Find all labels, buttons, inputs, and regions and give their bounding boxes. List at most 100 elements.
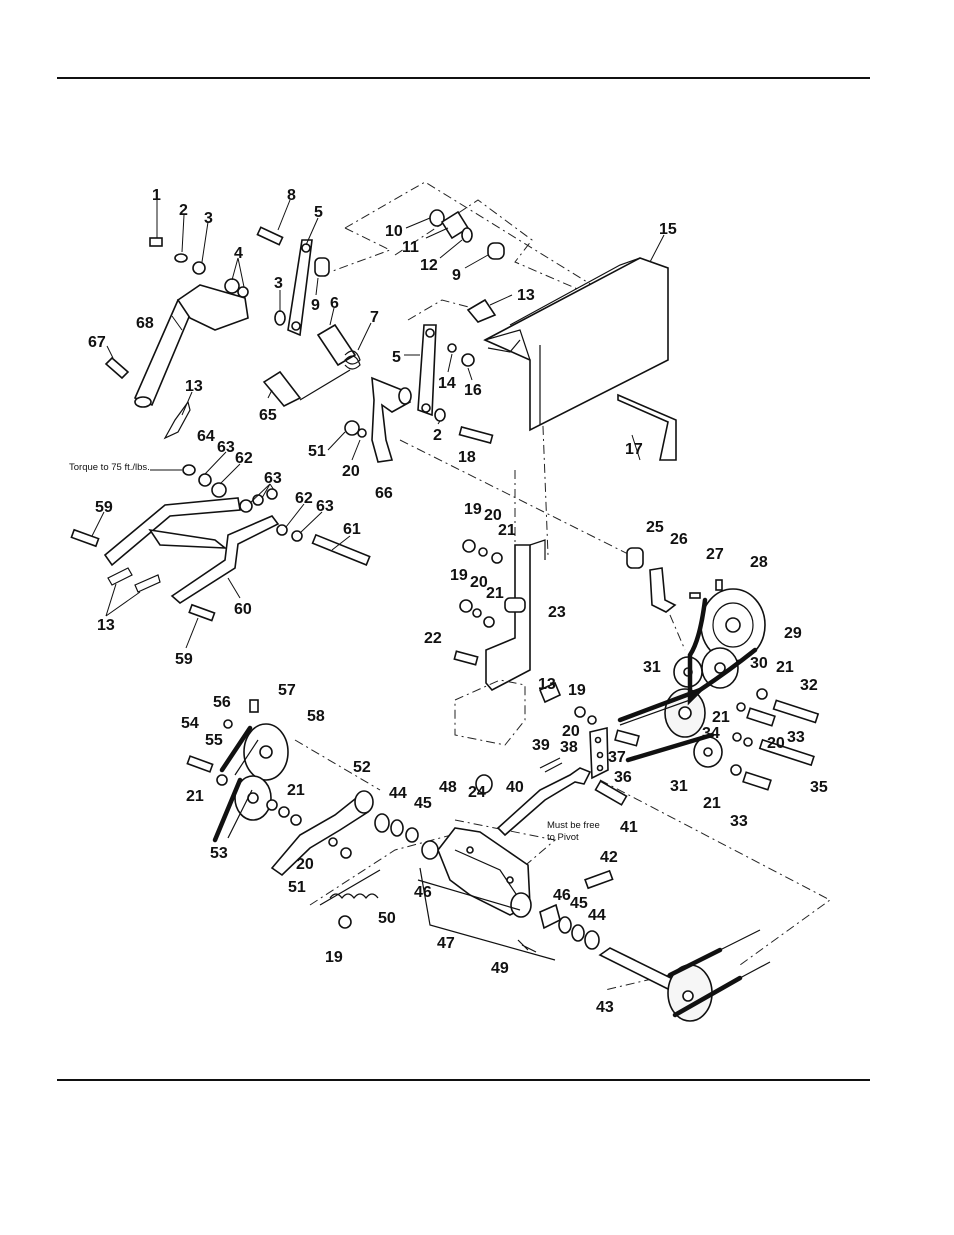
right-bolts xyxy=(730,688,820,791)
callout-3: 3 xyxy=(204,210,213,227)
callout-19: 19 xyxy=(568,682,586,699)
lever-40 xyxy=(475,767,628,837)
hardware-top-left xyxy=(149,226,361,407)
spacer-6 xyxy=(316,323,357,367)
callout-63: 63 xyxy=(264,470,282,487)
callout-46: 46 xyxy=(414,884,432,901)
callout-9: 9 xyxy=(452,267,461,284)
callout-13: 13 xyxy=(538,676,556,693)
callout-32: 32 xyxy=(800,677,818,694)
bushing-65 xyxy=(262,370,302,407)
pivot-note-line2: to Pivot xyxy=(547,832,579,843)
gearbox-48 xyxy=(417,827,614,961)
callout-64: 64 xyxy=(197,428,215,445)
callout-57: 57 xyxy=(278,682,296,699)
shaft-43 xyxy=(598,929,771,1022)
callout-26: 26 xyxy=(670,531,688,548)
callout-37: 37 xyxy=(608,749,626,766)
callout-30: 30 xyxy=(750,655,768,672)
center-link-5 xyxy=(417,324,494,444)
callout-2: 2 xyxy=(433,427,442,444)
callout-24: 24 xyxy=(468,784,486,801)
callout-67: 67 xyxy=(88,334,106,351)
callout-38: 38 xyxy=(560,739,578,756)
callout-23: 23 xyxy=(548,604,566,621)
callout-52: 52 xyxy=(353,759,371,776)
callout-27: 27 xyxy=(706,546,724,563)
callout-66: 66 xyxy=(375,485,393,502)
callout-21: 21 xyxy=(703,795,721,812)
callout-20: 20 xyxy=(470,574,488,591)
pulley-group-29 xyxy=(617,547,766,768)
callout-44: 44 xyxy=(588,907,606,924)
callout-5: 5 xyxy=(314,204,323,221)
callout-21: 21 xyxy=(712,709,730,726)
top-rule xyxy=(57,77,870,79)
callout-20: 20 xyxy=(342,463,360,480)
arm-66 xyxy=(344,376,412,463)
callout-19: 19 xyxy=(464,501,482,518)
callout-2: 2 xyxy=(179,202,188,219)
callout-49: 49 xyxy=(491,960,509,977)
callout-9: 9 xyxy=(311,297,320,314)
leader-lines xyxy=(91,199,665,649)
callout-21: 21 xyxy=(186,788,204,805)
callout-41: 41 xyxy=(620,819,638,836)
callout-47: 47 xyxy=(437,935,455,952)
spring-7 xyxy=(299,350,361,401)
linkage-60 xyxy=(70,464,371,622)
callout-50: 50 xyxy=(378,910,396,927)
callout-13: 13 xyxy=(185,378,203,395)
bracket-23 xyxy=(453,539,546,692)
callout-60: 60 xyxy=(234,601,252,618)
callout-36: 36 xyxy=(614,769,632,786)
callout-21: 21 xyxy=(287,782,305,799)
callout-63: 63 xyxy=(316,498,334,515)
callout-12: 12 xyxy=(420,257,438,274)
callout-56: 56 xyxy=(213,694,231,711)
pulley-group-58 xyxy=(186,699,302,843)
spring-50 xyxy=(319,869,381,906)
shift-lever-68 xyxy=(104,278,249,440)
callout-51: 51 xyxy=(308,443,326,460)
callout-68: 68 xyxy=(136,315,154,332)
callout-33: 33 xyxy=(787,729,805,746)
callout-20: 20 xyxy=(562,723,580,740)
callout-5: 5 xyxy=(392,349,401,366)
callout-4: 4 xyxy=(234,245,243,262)
callout-14: 14 xyxy=(438,375,456,392)
callout-42: 42 xyxy=(600,849,618,866)
callout-31: 31 xyxy=(643,659,661,676)
callout-7: 7 xyxy=(370,309,379,326)
callout-13: 13 xyxy=(97,617,115,634)
callout-62: 62 xyxy=(295,490,313,507)
bottom-rule xyxy=(57,1079,870,1081)
callout-10: 10 xyxy=(385,223,403,240)
callout-20: 20 xyxy=(296,856,314,873)
callout-62: 62 xyxy=(235,450,253,467)
callout-45: 45 xyxy=(414,795,432,812)
callout-13: 13 xyxy=(517,287,535,304)
link-5 xyxy=(287,239,313,337)
callout-54: 54 xyxy=(181,715,199,732)
torque-note: Torque to 75 ft./lbs. xyxy=(69,462,150,473)
callout-labels: 1 2 3 4 8 5 3 9 6 7 68 67 13 65 10 11 12… xyxy=(88,187,828,1016)
callout-21: 21 xyxy=(498,522,516,539)
callout-65: 65 xyxy=(259,407,277,424)
callout-8: 8 xyxy=(287,187,296,204)
callout-59: 59 xyxy=(175,651,193,668)
callout-59: 59 xyxy=(95,499,113,516)
callout-33: 33 xyxy=(730,813,748,830)
callout-34: 34 xyxy=(702,725,720,742)
callout-18: 18 xyxy=(458,449,476,466)
callout-63: 63 xyxy=(217,439,235,456)
plate-37-38 xyxy=(538,681,640,780)
callout-40: 40 xyxy=(506,779,524,796)
pivot-note-line1: Must be free xyxy=(547,820,600,831)
callout-45: 45 xyxy=(570,895,588,912)
assembly-lines xyxy=(294,181,831,991)
callout-11: 11 xyxy=(402,239,419,256)
callout-31: 31 xyxy=(670,778,688,795)
callout-53: 53 xyxy=(210,845,228,862)
